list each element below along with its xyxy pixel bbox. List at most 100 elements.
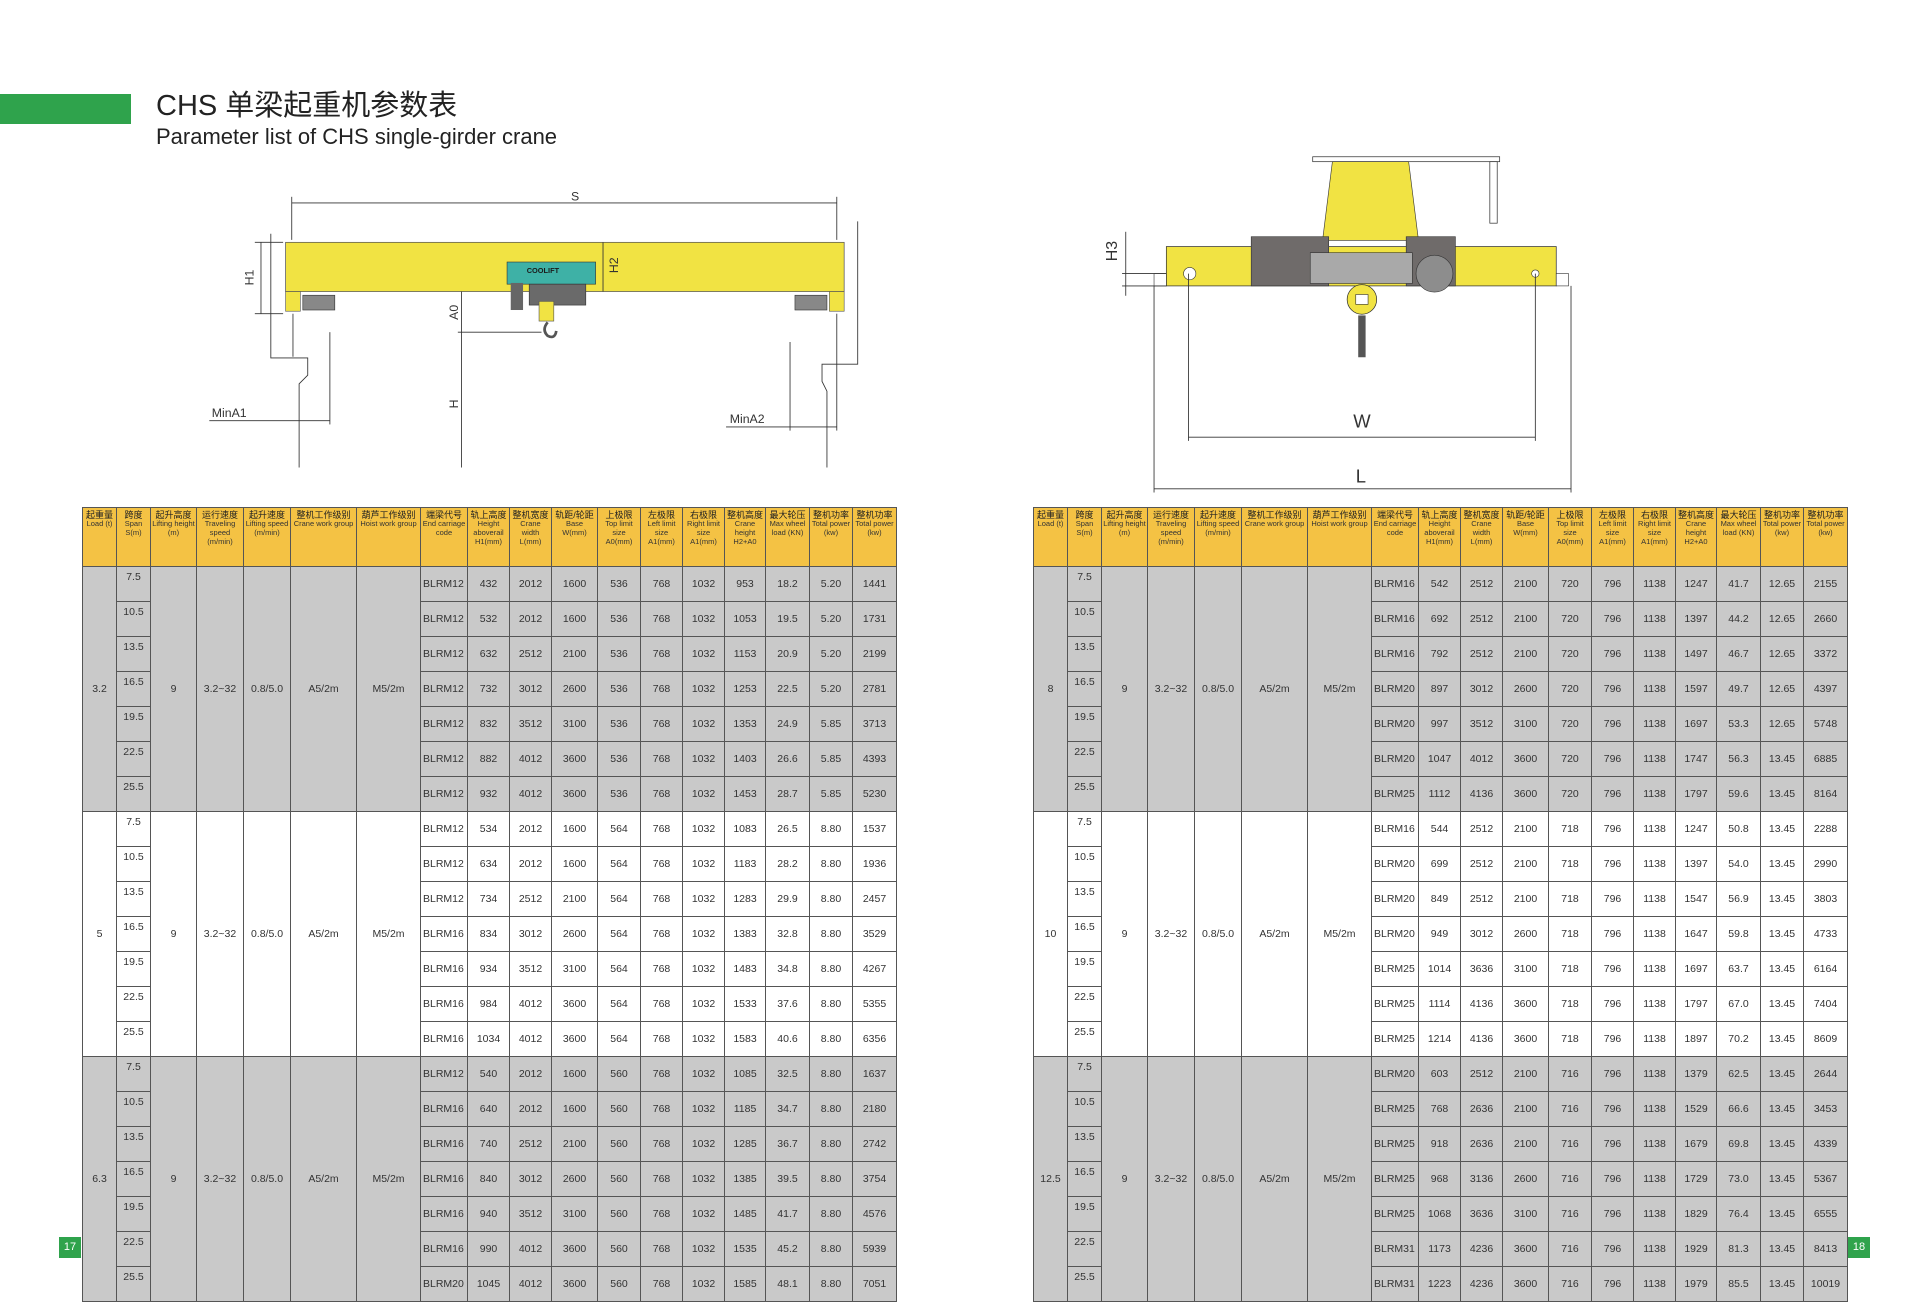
- end-carriage-code-cell: BLRM16: [420, 951, 468, 987]
- end-carriage-code-cell: BLRM16: [1371, 636, 1419, 672]
- base-width-cell: 2600: [551, 671, 598, 707]
- end-carriage-code-cell: BLRM12: [420, 601, 468, 637]
- load-cell: 3.2: [82, 566, 117, 812]
- span-cell: 7.5: [116, 811, 151, 847]
- column-header-en: Crane work group: [1244, 519, 1305, 529]
- height-above-rail-cell: 849: [1418, 881, 1461, 917]
- right-limit-size-cell: 1138: [1633, 811, 1676, 847]
- total-power-2-cell: 4733: [1803, 916, 1848, 952]
- load-cell: 8: [1033, 566, 1068, 812]
- lifting-height-cell: 9: [150, 1056, 197, 1302]
- span-cell: 7.5: [1067, 1056, 1102, 1092]
- crane-height-cell: 1483: [724, 951, 766, 987]
- total-power-cell: 5.85: [809, 706, 853, 742]
- left-limit-size-cell: 796: [1591, 986, 1634, 1022]
- column-header-en: Lifting speed (m/min): [245, 519, 289, 537]
- right-limit-size-cell: 1032: [682, 1231, 725, 1267]
- end-carriage-code-cell: BLRM20: [1371, 671, 1419, 707]
- dim-label-a0: A0: [447, 305, 461, 320]
- hoist-work-group-cell: M5/2m: [356, 1056, 421, 1302]
- total-power-cell: 12.65: [1760, 601, 1804, 637]
- column-header-en: Left limit size A1(mm): [647, 519, 676, 546]
- crane-width-cell: 3512: [509, 951, 552, 987]
- total-power-2-cell: 2742: [852, 1126, 897, 1162]
- total-power-2-cell: 5367: [1803, 1161, 1848, 1197]
- column-header-zh: 起升速度: [248, 510, 285, 520]
- top-limit-size-cell: 564: [597, 951, 641, 987]
- crane-height-cell: 953: [724, 566, 766, 602]
- crane-work-group-cell: A5/2m: [1241, 1056, 1308, 1302]
- max-wheel-load-cell: 28.7: [765, 776, 810, 812]
- top-limit-size-cell: 536: [597, 671, 641, 707]
- crane-width-cell: 3012: [1460, 671, 1503, 707]
- left-limit-size-cell: 768: [640, 1196, 683, 1232]
- right-limit-size-cell: 1138: [1633, 1056, 1676, 1092]
- crane-work-group-cell: A5/2m: [290, 1056, 357, 1302]
- total-power-cell: 5.20: [809, 566, 853, 602]
- span-cell: 25.5: [116, 776, 151, 812]
- height-above-rail-cell: 940: [467, 1196, 510, 1232]
- crane-height-cell: 1929: [1675, 1231, 1717, 1267]
- end-carriage-code-cell: BLRM12: [420, 566, 468, 602]
- crane-work-group-cell: A5/2m: [290, 811, 357, 1057]
- total-power-2-cell: 2990: [1803, 846, 1848, 882]
- total-power-cell: 8.80: [809, 1161, 853, 1197]
- max-wheel-load-cell: 67.0: [1716, 986, 1761, 1022]
- column-header-zh: 上极限: [605, 510, 633, 520]
- crane-width-cell: 3512: [509, 706, 552, 742]
- total-power-cell: 5.20: [809, 671, 853, 707]
- base-width-cell: 3600: [1502, 1231, 1549, 1267]
- top-limit-size-cell: 716: [1548, 1161, 1592, 1197]
- dim-label-h1: H1: [243, 270, 257, 286]
- column-header-zh: 轨上高度: [470, 510, 507, 520]
- column-header-en: Lifting height (m): [152, 519, 195, 537]
- traveling-speed-cell: 3.2~32: [196, 1056, 244, 1302]
- total-power-2-cell: 6885: [1803, 741, 1848, 777]
- max-wheel-load-cell: 34.7: [765, 1091, 810, 1127]
- end-carriage-code-cell: BLRM12: [420, 846, 468, 882]
- brand-logo: COOLIFT: [527, 266, 560, 275]
- column-header-en: Crane width L(mm): [1470, 519, 1493, 546]
- crane-width-cell: 2636: [1460, 1126, 1503, 1162]
- top-limit-size-cell: 560: [597, 1231, 641, 1267]
- right-limit-size-cell: 1138: [1633, 1266, 1676, 1302]
- total-power-2-cell: 3803: [1803, 881, 1848, 917]
- height-above-rail-cell: 1223: [1418, 1266, 1461, 1302]
- total-power-2-cell: 5748: [1803, 706, 1848, 742]
- max-wheel-load-cell: 73.0: [1716, 1161, 1761, 1197]
- column-header-zh: 左极限: [647, 510, 675, 520]
- crane-width-cell: 2512: [1460, 636, 1503, 672]
- top-limit-size-cell: 720: [1548, 601, 1592, 637]
- left-limit-size-cell: 768: [640, 951, 683, 987]
- span-cell: 19.5: [1067, 951, 1102, 987]
- right-limit-size-cell: 1032: [682, 846, 725, 882]
- max-wheel-load-cell: 32.5: [765, 1056, 810, 1092]
- left-limit-size-cell: 796: [1591, 1231, 1634, 1267]
- max-wheel-load-cell: 20.9: [765, 636, 810, 672]
- crane-width-cell: 2512: [509, 636, 552, 672]
- total-power-2-cell: 5939: [852, 1231, 897, 1267]
- span-cell: 25.5: [1067, 1266, 1102, 1302]
- left-limit-size-cell: 768: [640, 986, 683, 1022]
- height-above-rail-cell: 949: [1418, 916, 1461, 952]
- total-power-cell: 8.80: [809, 811, 853, 847]
- top-limit-size-cell: 560: [597, 1266, 641, 1302]
- max-wheel-load-cell: 40.6: [765, 1021, 810, 1057]
- total-power-2-cell: 4576: [852, 1196, 897, 1232]
- top-limit-size-cell: 718: [1548, 951, 1592, 987]
- end-carriage-code-cell: BLRM25: [1371, 951, 1419, 987]
- right-limit-size-cell: 1032: [682, 741, 725, 777]
- right-limit-size-cell: 1032: [682, 1126, 725, 1162]
- total-power-cell: 8.80: [809, 951, 853, 987]
- max-wheel-load-cell: 56.3: [1716, 741, 1761, 777]
